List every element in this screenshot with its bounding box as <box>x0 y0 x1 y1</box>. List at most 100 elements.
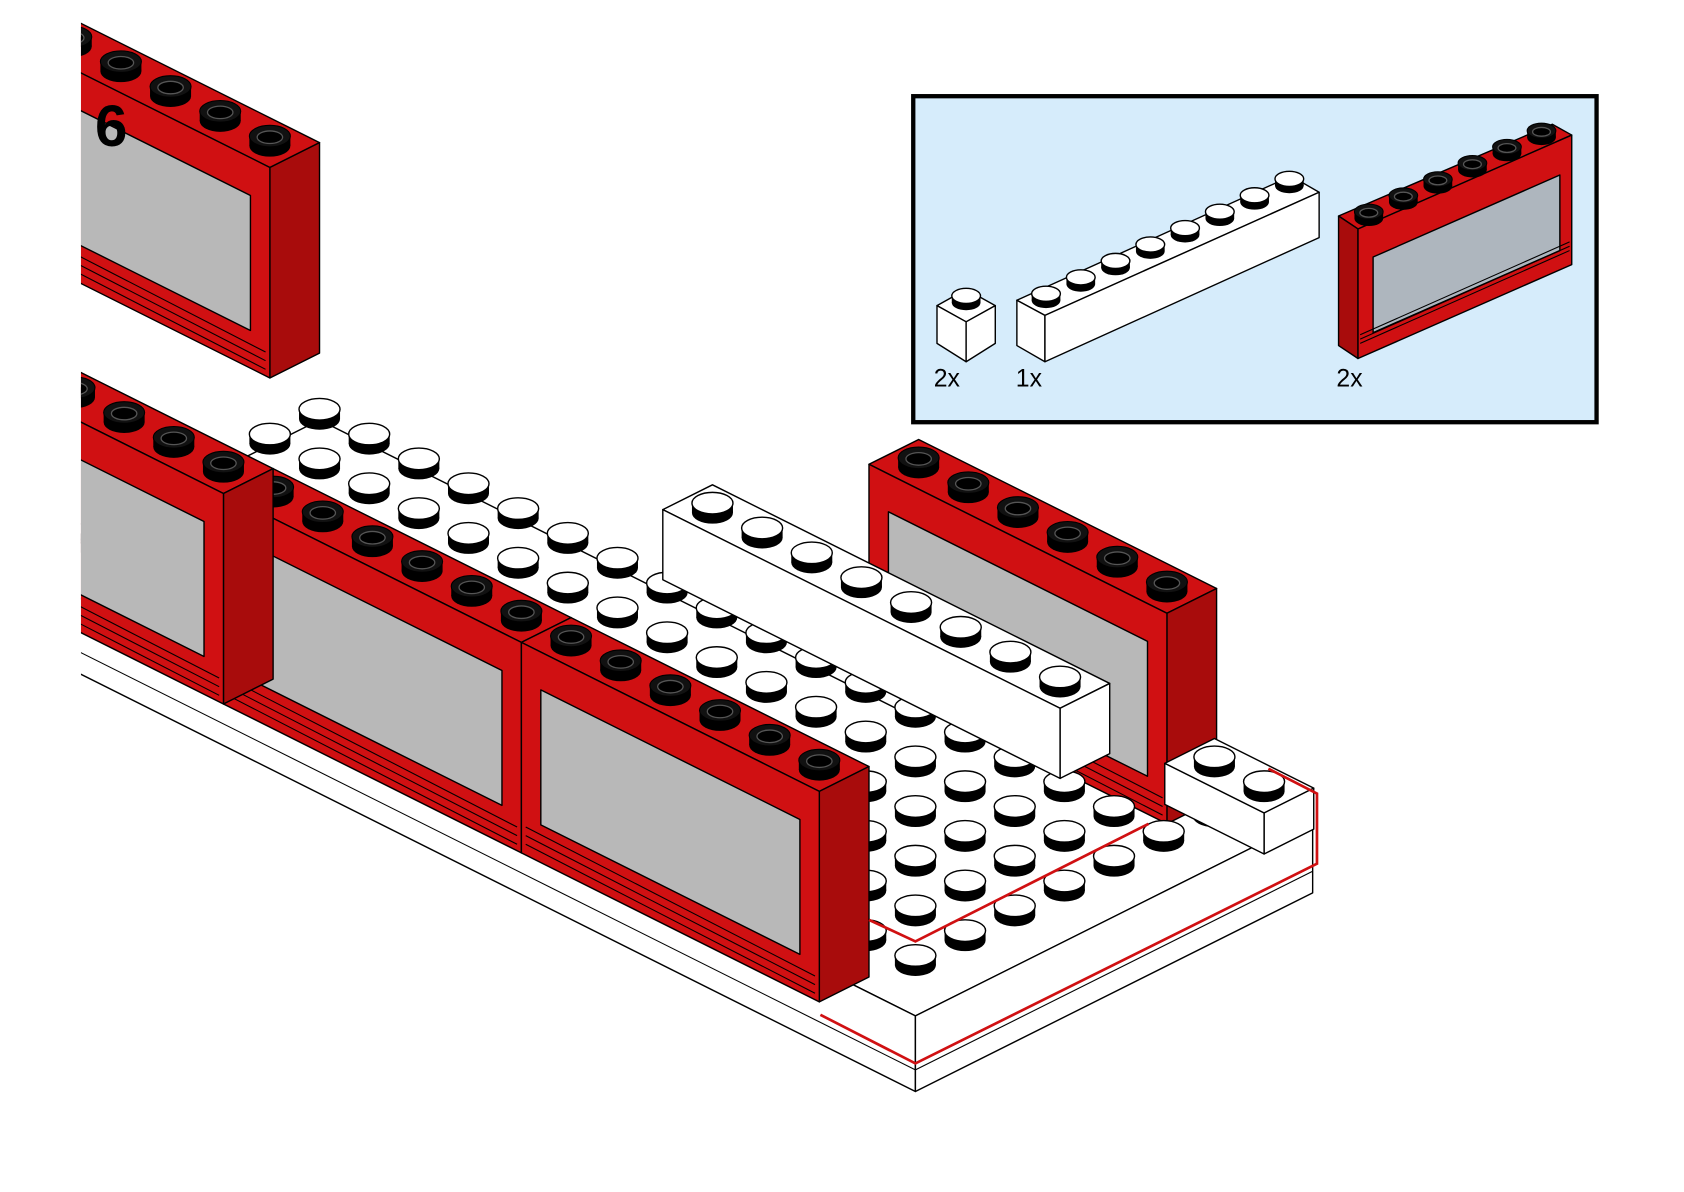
plate-seam <box>915 870 1313 1071</box>
frame-ridge <box>227 677 518 828</box>
stud-top <box>1239 187 1270 204</box>
stud <box>1274 170 1305 194</box>
frame-ridge <box>525 835 816 986</box>
stud-hole <box>110 406 138 421</box>
highlight-outline <box>819 767 1319 1065</box>
part-brick-1x8 <box>1016 170 1320 363</box>
frame-ridge <box>80 623 220 696</box>
stud <box>748 723 791 756</box>
stud <box>301 500 344 533</box>
stud-hole <box>1004 501 1032 516</box>
stud-top <box>397 497 441 521</box>
frame-ridge <box>227 694 518 845</box>
frame-ridge <box>80 614 220 688</box>
stud-top <box>546 571 590 595</box>
side-face <box>818 765 870 1003</box>
frame-ridge <box>525 826 816 977</box>
stud-top <box>993 795 1036 818</box>
stud <box>599 649 642 682</box>
stud <box>546 521 590 554</box>
stud <box>798 748 841 781</box>
stud-top <box>989 640 1032 664</box>
stud-top <box>840 566 883 590</box>
stud-hole <box>1054 526 1081 541</box>
stud-top <box>80 376 96 399</box>
stud-hole <box>210 456 237 471</box>
stud <box>549 624 593 657</box>
stud <box>149 75 192 107</box>
frame-ridge <box>1359 250 1570 344</box>
stud-top <box>298 397 341 421</box>
stud <box>347 472 391 505</box>
stud <box>1204 203 1235 227</box>
stud-top <box>951 287 982 305</box>
stud-top <box>496 497 540 521</box>
part-qty-window: 2x <box>1336 366 1363 393</box>
stud <box>1170 219 1201 243</box>
stud <box>1353 203 1384 227</box>
stud <box>691 491 734 524</box>
stud-top <box>943 869 987 893</box>
stud-hole <box>157 80 184 95</box>
stud <box>1092 844 1136 877</box>
stud <box>1100 252 1131 276</box>
frame-ridge <box>1359 245 1570 340</box>
stud-top <box>397 447 441 471</box>
stud-hole <box>107 55 135 70</box>
stud-hole <box>1153 576 1181 590</box>
stud-hole <box>1462 159 1482 170</box>
stud <box>103 401 146 433</box>
stud-top <box>790 541 833 565</box>
stud <box>790 541 833 574</box>
stud <box>939 615 982 648</box>
stud-hole <box>1531 126 1552 137</box>
stud <box>1145 570 1188 603</box>
stud <box>649 674 692 707</box>
stud-top <box>1242 770 1286 794</box>
stud-top <box>1092 844 1136 868</box>
stud-hole <box>756 729 784 744</box>
stud <box>894 894 937 927</box>
frame-ridge <box>80 256 266 353</box>
stud <box>989 640 1032 673</box>
brick-1x1-pair <box>1164 737 1315 855</box>
window-back-left <box>1 1 321 379</box>
stud <box>401 550 444 582</box>
stud <box>596 596 639 629</box>
stud-top <box>894 844 937 868</box>
stud <box>951 287 982 311</box>
stud-top <box>248 422 292 446</box>
frame-ridge <box>227 686 518 837</box>
stud-hole <box>607 654 635 669</box>
stud-top <box>943 819 987 843</box>
stud-top <box>1204 203 1235 220</box>
stud <box>1092 795 1136 828</box>
front-face <box>662 508 1061 780</box>
frame-ridge <box>1359 241 1570 336</box>
stud-hole <box>80 33 85 43</box>
stud <box>450 574 493 607</box>
stud-top <box>347 422 391 446</box>
stud <box>993 894 1036 927</box>
stud-hole <box>309 505 337 520</box>
stud-top <box>695 646 738 670</box>
stud <box>993 795 1036 828</box>
stud <box>894 943 937 976</box>
stud-top <box>1 1 42 23</box>
stud-top <box>844 720 887 744</box>
stud-hole <box>1393 191 1413 202</box>
stud <box>889 590 933 623</box>
part-brick-1x1 <box>936 287 996 363</box>
stud <box>1388 187 1419 210</box>
stud <box>80 26 93 57</box>
stud-top <box>447 472 490 496</box>
stud <box>1 1 42 32</box>
stud-top <box>691 491 734 515</box>
stud <box>1239 187 1270 210</box>
stud <box>1135 236 1166 259</box>
stud <box>99 50 142 83</box>
stud <box>943 869 987 902</box>
stud-top <box>546 521 590 545</box>
stud <box>1492 138 1522 162</box>
stud-hole <box>12 358 37 371</box>
